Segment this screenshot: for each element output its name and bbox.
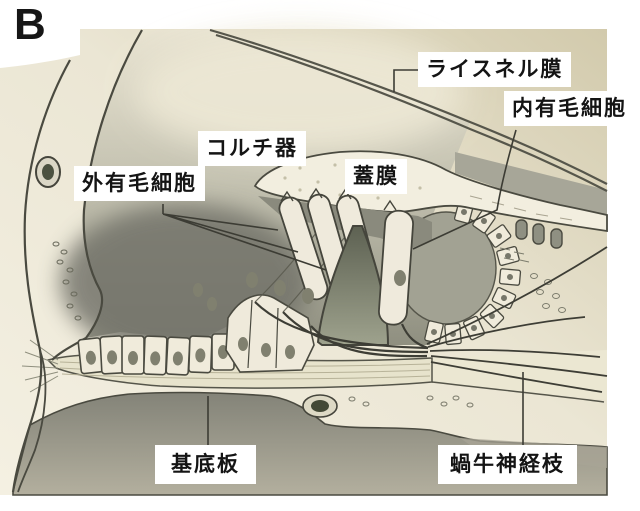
outer-wall-stria-vascularis bbox=[11, 29, 143, 493]
scan-corner-notch bbox=[0, 29, 80, 68]
hensen-deiters-cells bbox=[193, 283, 315, 373]
panel-letter: B bbox=[14, 0, 46, 49]
leader-reissner bbox=[393, 69, 418, 92]
supporting-cell-row bbox=[77, 333, 235, 376]
tunnel-of-corti bbox=[316, 225, 390, 346]
label-inner-hair-cell: 内有毛細胞 bbox=[504, 91, 635, 126]
inner-hair-cell-shape bbox=[378, 199, 414, 326]
label-cochlear-nerve-branch: 蝸牛神経枝 bbox=[438, 445, 577, 484]
nerve-fan bbox=[426, 246, 608, 393]
outer-wall-outline bbox=[11, 59, 71, 493]
label-outer-hair-cell: 外有毛細胞 bbox=[74, 166, 205, 201]
wall-speckles bbox=[52, 241, 82, 321]
leader-lines bbox=[162, 69, 524, 446]
label-tectorial-membrane: 蓋膜 bbox=[345, 159, 407, 194]
reissner-membrane-lines bbox=[209, 28, 608, 192]
label-organ-of-corti: コルチ器 bbox=[198, 131, 306, 166]
nerve-fibers bbox=[254, 246, 608, 393]
leader-outer-hair-cell bbox=[162, 204, 327, 271]
scala-media-wedge bbox=[455, 152, 607, 215]
leader-inner-hair-cell bbox=[412, 129, 517, 250]
label-reissner-membrane: ライスネル膜 bbox=[418, 52, 572, 87]
speckles-under-band bbox=[348, 395, 474, 408]
label-basilar-plate: 基底板 bbox=[155, 445, 256, 484]
inner-stereocilia bbox=[383, 199, 397, 211]
inner-sulcus-finger-cells bbox=[515, 219, 563, 249]
spiral-vessel bbox=[302, 394, 474, 418]
limbus-speckles bbox=[499, 247, 566, 313]
